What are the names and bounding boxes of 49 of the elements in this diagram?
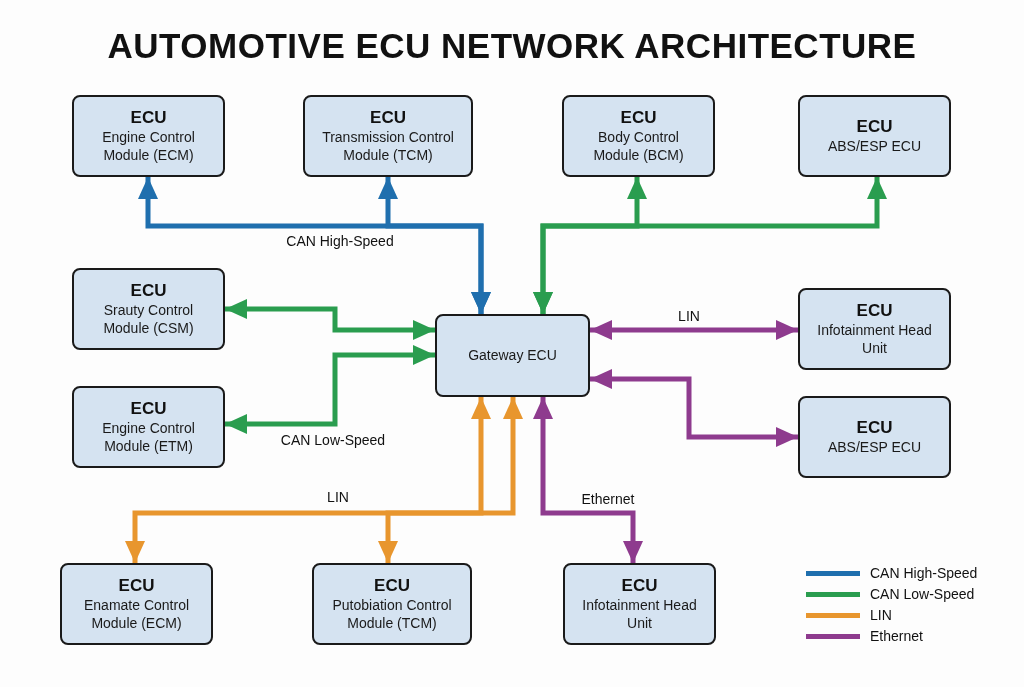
connector-arrow (125, 397, 491, 563)
connector-arrow (533, 177, 887, 314)
connector-arrow (590, 369, 798, 447)
legend-label: CAN High-Speed (870, 565, 978, 581)
node-heading: ECU (856, 300, 893, 321)
node-heading: ECU (130, 398, 167, 419)
ecu-box (312, 563, 472, 645)
node-heading: ECU (370, 107, 406, 128)
ecu-box (798, 396, 951, 478)
node-heading: ECU (374, 575, 410, 596)
node-description: Body Control Module (BCM) (592, 128, 685, 165)
gateway-box (435, 314, 590, 397)
legend-label: Ethernet (870, 628, 923, 644)
node-heading: ECU (856, 116, 893, 138)
legend-label: LIN (870, 607, 892, 623)
node-heading: ECU (620, 107, 657, 128)
connector-arrow (533, 397, 643, 563)
node-label: Gateway ECU (468, 346, 557, 365)
ecu-box (72, 268, 225, 350)
node-description: ABS/ESP ECU (827, 438, 922, 457)
connector-arrow (225, 345, 435, 434)
ecu-box (60, 563, 213, 645)
connector-arrow (378, 397, 523, 563)
connector-arrow (378, 177, 491, 314)
legend-label: CAN Low-Speed (870, 586, 975, 602)
diagram-title: AUTOMOTIVE ECU NETWORK ARCHITECTURE (107, 26, 917, 66)
node-heading: ECU (856, 417, 893, 439)
node-heading: ECU (130, 107, 167, 128)
node-heading: ECU (118, 575, 155, 596)
ecu-box (798, 288, 951, 370)
node-description: Infotainment Head Unit (581, 596, 698, 633)
ecu-box (563, 563, 716, 645)
node-description: Transmission Control Module (TCM) (321, 128, 455, 165)
ecu-box (72, 386, 225, 468)
node-description: Engine Control Module (ETM) (101, 419, 196, 456)
connector-arrow (225, 299, 435, 340)
node-description: Enamate Control Module (ECM) (82, 596, 191, 633)
ecu-box (798, 95, 951, 177)
node-description: Engine Control Module (ECM) (101, 128, 196, 165)
node-description: Infotainment Head Unit (816, 321, 933, 358)
node-heading: ECU (621, 575, 658, 596)
node-description: ABS/ESP ECU (827, 137, 922, 156)
node-description: Putobiation Control Module (TCM) (331, 596, 453, 633)
node-description: Srauty Control Module (CSM) (102, 301, 195, 338)
ecu-box (303, 95, 473, 177)
ecu-box (562, 95, 715, 177)
node-heading: ECU (130, 280, 167, 301)
connector-arrow (590, 320, 798, 340)
ecu-box (72, 95, 225, 177)
